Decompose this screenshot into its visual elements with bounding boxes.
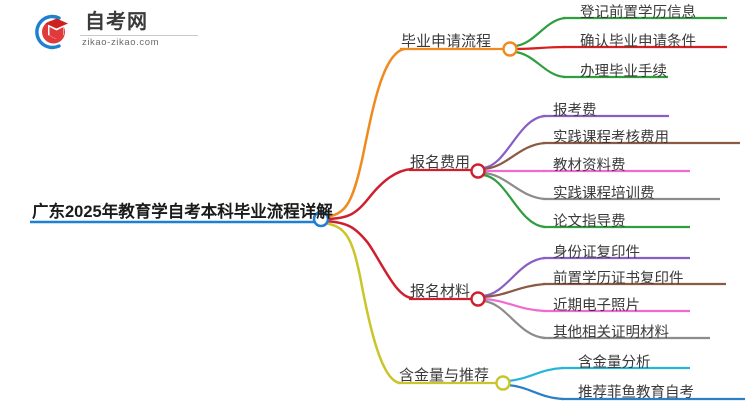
twig-4-2: [506, 383, 565, 401]
logo-text-block: 自考网 zikao-zikao.com: [80, 10, 205, 54]
twig-1-2: [513, 45, 567, 51]
logo-name: 自考网: [85, 11, 148, 33]
leaf-label-recommend-feiyu-education[interactable]: 推荐菲鱼教育自考: [578, 385, 694, 401]
branch-node-3: [470, 291, 486, 307]
branch-label-graduation-process[interactable]: 毕业申请流程: [401, 33, 492, 50]
leaf-label-practical-course-training-fee[interactable]: 实践课程培训费: [553, 186, 655, 202]
leaf-label-recent-electronic-photo[interactable]: 近期电子照片: [553, 298, 640, 314]
leaf-label-practical-course-assessment-fee[interactable]: 实践课程考核费用: [553, 130, 669, 146]
logo-url: zikao-zikao.com: [82, 37, 160, 48]
branch-label-value-and-recommendation[interactable]: 含金量与推荐: [399, 367, 490, 384]
twig-2-4: [481, 171, 547, 201]
leaf-label-register-prior-education[interactable]: 登记前置学历信息: [580, 5, 696, 21]
leaf-label-exam-registration-fee[interactable]: 报考费: [553, 103, 597, 119]
leaf-label-other-supporting-documents[interactable]: 其他相关证明材料: [553, 325, 669, 341]
leaf-label-thesis-guidance-fee[interactable]: 论文指导费: [553, 214, 626, 230]
leaf-label-confirm-graduation-conditions[interactable]: 确认毕业申请条件: [580, 34, 696, 50]
trunk-3: [322, 219, 414, 300]
twig-3-1: [481, 256, 547, 298]
root-node-label[interactable]: 广东2025年教育学自考本科毕业流程详解: [32, 203, 333, 221]
twig-4-1: [506, 366, 565, 383]
leaf-label-prior-diploma-copy[interactable]: 前置学历证书复印件: [553, 271, 684, 287]
branch-node-4: [495, 375, 511, 391]
branch-label-registration-materials[interactable]: 报名材料: [410, 283, 471, 300]
leaf-label-value-analysis[interactable]: 含金量分析: [578, 355, 651, 371]
trunk-1: [322, 47, 406, 219]
twig-1-3: [513, 50, 567, 79]
twig-3-2: [481, 282, 547, 299]
site-logo: 自考网 zikao-zikao.com: [28, 8, 208, 56]
branch-node-1: [502, 41, 518, 57]
leaf-label-process-graduation-procedures[interactable]: 办理毕业手续: [580, 64, 667, 80]
leaf-label-textbook-material-fee[interactable]: 教材资料费: [553, 158, 626, 174]
twig-1-1: [513, 16, 567, 48]
twig-2-5: [481, 173, 547, 229]
logo-divider: [80, 35, 198, 36]
leaf-label-id-card-copy[interactable]: 身份证复印件: [553, 245, 640, 261]
trunk-2: [322, 167, 414, 221]
trunk-4: [322, 221, 402, 385]
graduation-cap-icon: [28, 10, 74, 54]
twig-2-1: [481, 114, 547, 170]
branch-label-registration-fees[interactable]: 报名费用: [410, 154, 471, 171]
twig-3-3: [481, 297, 547, 313]
root-node: [312, 210, 330, 228]
twig-3-4: [481, 299, 547, 340]
twig-2-2: [481, 141, 547, 171]
branch-node-2: [470, 163, 486, 179]
